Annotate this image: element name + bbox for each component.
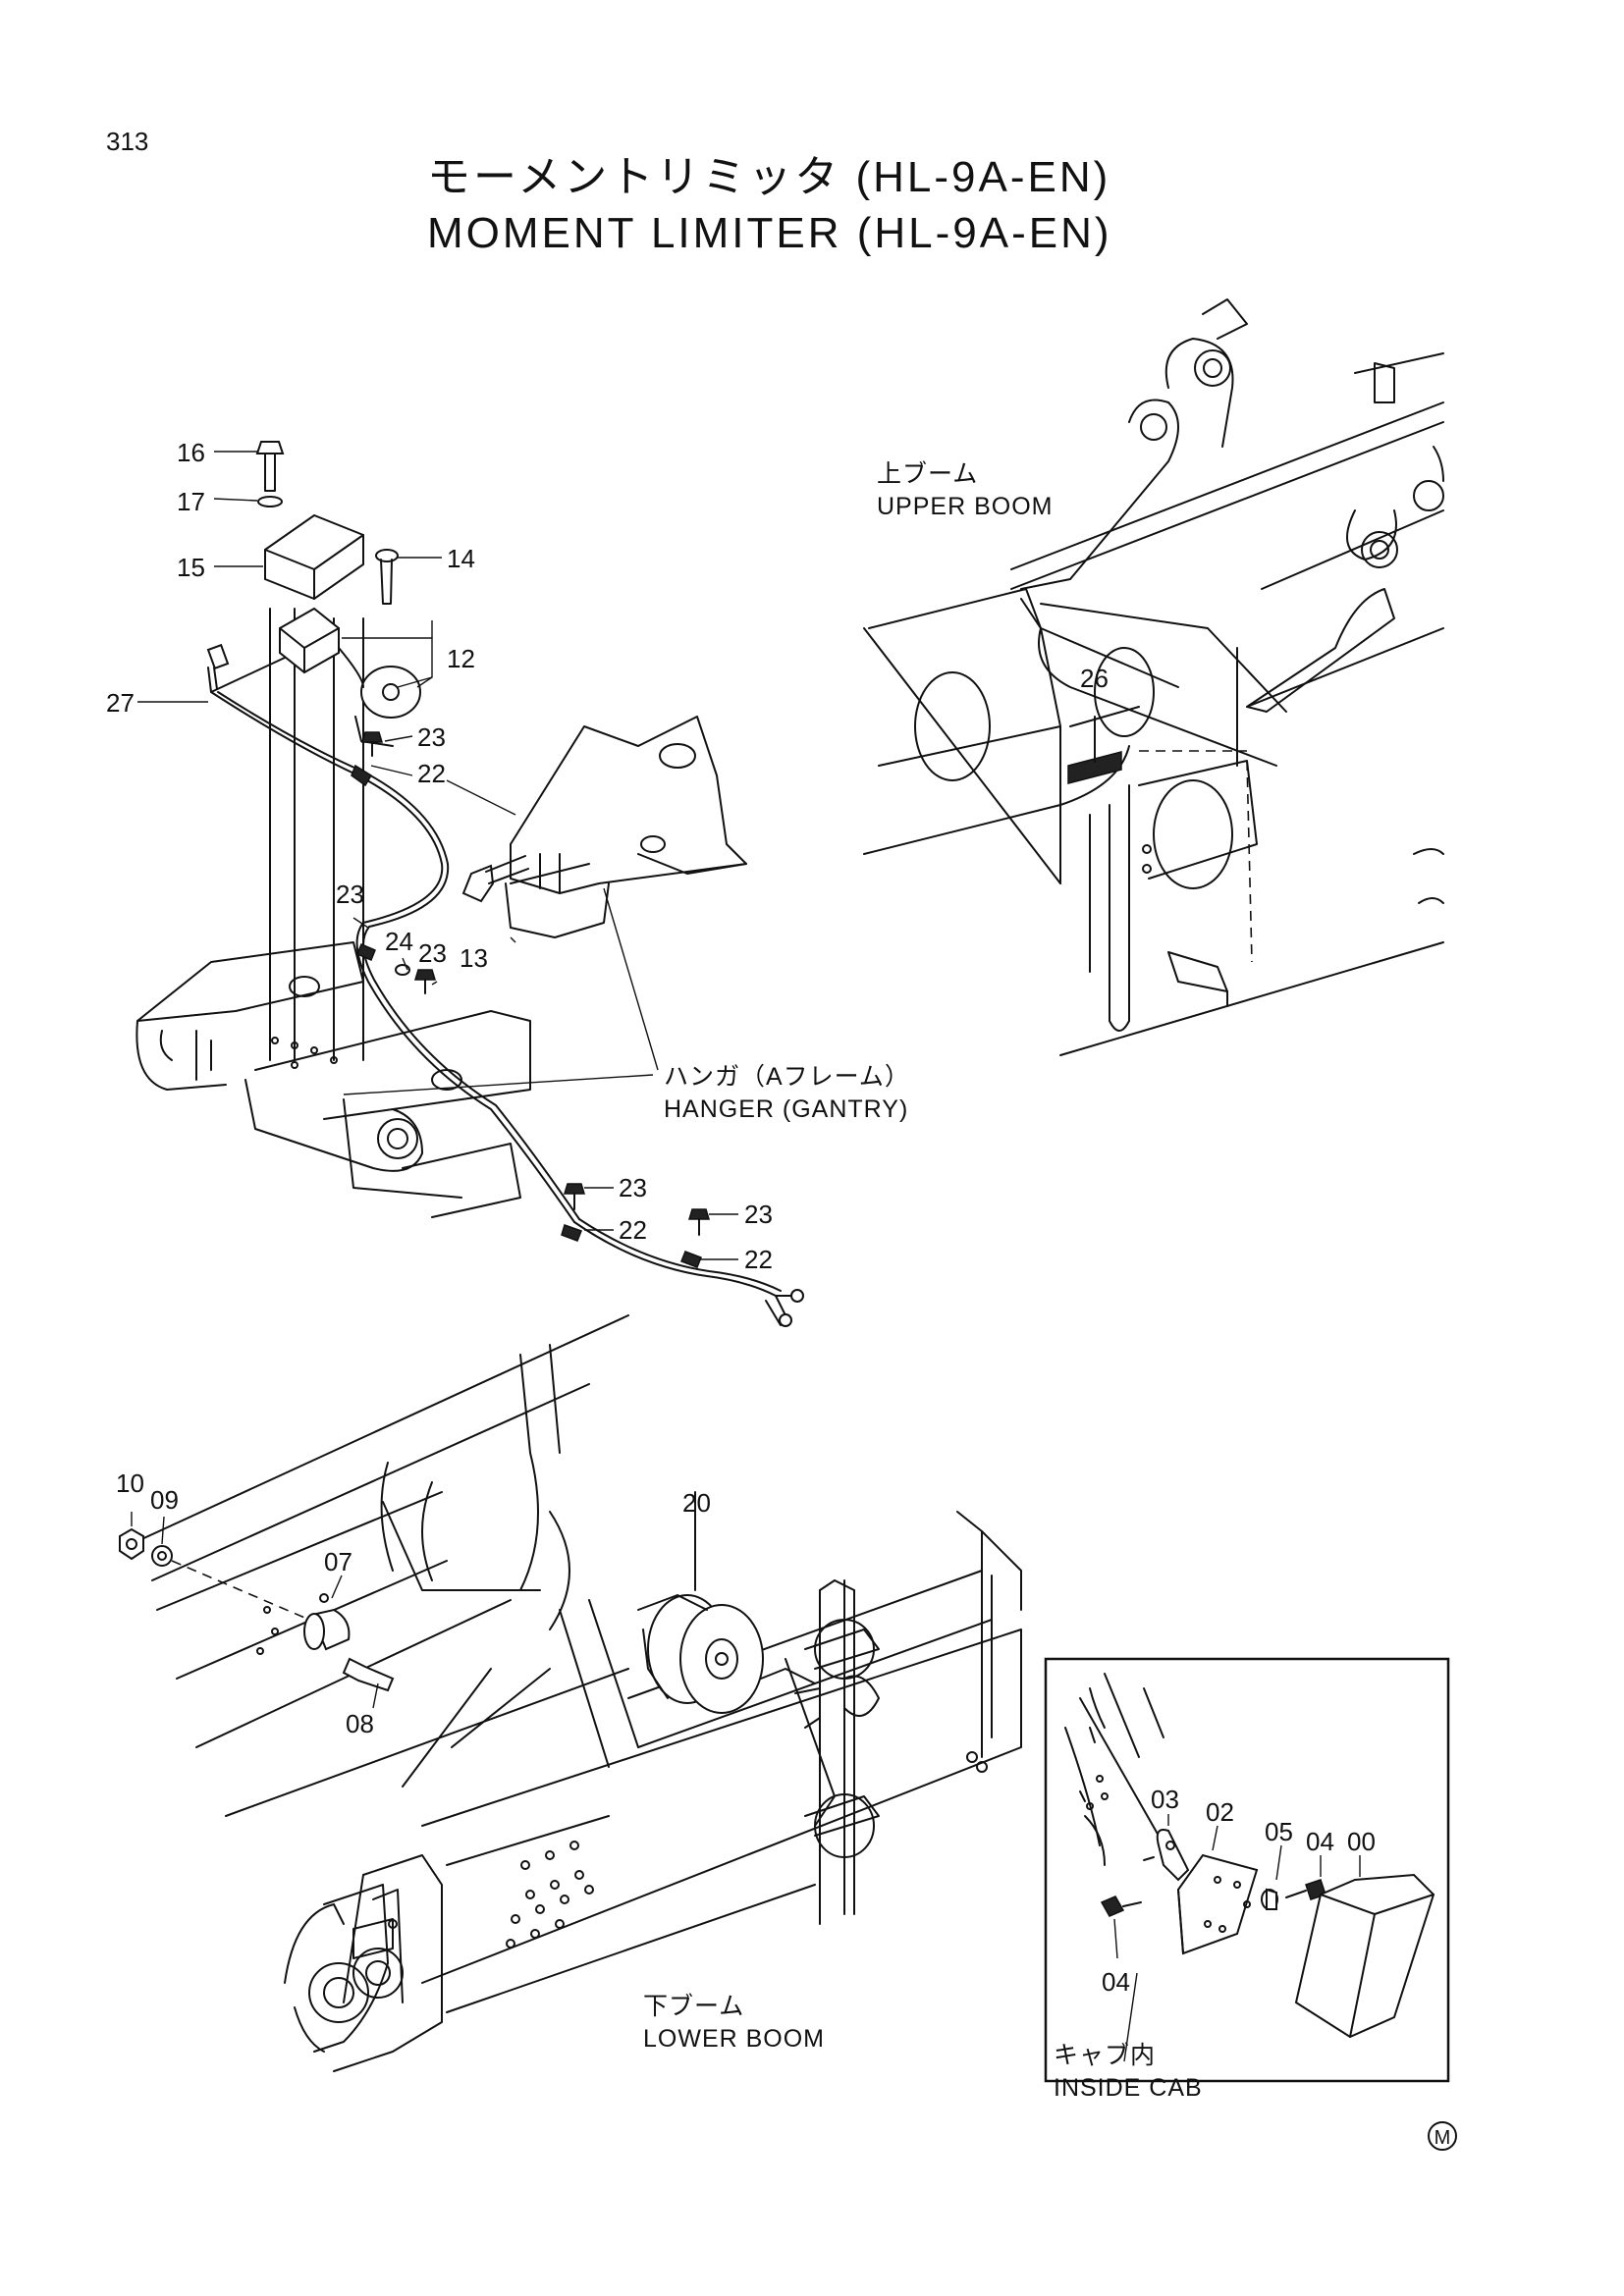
hanger-label-jp: ハンガ（Aフレーム）	[664, 1063, 910, 1091]
callout-24: 24	[385, 927, 413, 956]
callout-26: 26	[1080, 664, 1109, 693]
callout-13: 13	[460, 943, 488, 973]
harness-drawing	[137, 441, 804, 1327]
callout-15: 15	[177, 553, 205, 582]
upper-boom-drawing	[863, 298, 1444, 1056]
inside-cab-label-en: INSIDE CAB	[1054, 2074, 1203, 2102]
hanger-label-en: HANGER (GANTRY)	[664, 1095, 908, 1123]
inside-cab-drawing	[1064, 1673, 1435, 2062]
callout-23-c: 23	[418, 938, 447, 968]
callout-16: 16	[177, 438, 205, 467]
callout-05: 05	[1265, 1817, 1293, 1846]
callout-00: 00	[1347, 1827, 1376, 1856]
callout-09: 09	[150, 1485, 179, 1515]
lower-boom-label-jp: 下ブーム	[643, 1993, 744, 2020]
callout-20: 20	[682, 1488, 711, 1518]
callout-03: 03	[1151, 1785, 1179, 1814]
callout-02: 02	[1206, 1797, 1234, 1827]
callout-23-d: 23	[619, 1173, 647, 1202]
inside-cab-frame	[1044, 1657, 1450, 2083]
upper-boom-label-jp: 上ブーム	[877, 460, 978, 488]
callout-22-b: 22	[619, 1215, 647, 1245]
upper-boom-label-en: UPPER BOOM	[877, 493, 1053, 520]
callout-17: 17	[177, 487, 205, 516]
callout-27: 27	[106, 688, 135, 718]
callout-07: 07	[324, 1547, 352, 1576]
title-english: MOMENT LIMITER (HL-9A-EN)	[427, 209, 1112, 257]
title-japanese: モーメントリミッタ (HL-9A-EN)	[427, 153, 1110, 201]
callout-23-e: 23	[744, 1200, 773, 1229]
model-symbol-letter: M	[1435, 2127, 1451, 2149]
callout-04-left: 04	[1102, 1967, 1130, 1997]
callout-10: 10	[116, 1468, 144, 1498]
callout-08: 08	[346, 1709, 374, 1738]
callout-23-b: 23	[336, 880, 364, 909]
lower-boom-drawing	[119, 1314, 1022, 2072]
callout-12: 12	[447, 644, 475, 673]
callout-22-c: 22	[744, 1245, 773, 1274]
inside-cab-label-jp: キャブ内	[1054, 2042, 1156, 2069]
callout-04-right: 04	[1306, 1827, 1334, 1856]
callout-22-a: 22	[417, 759, 446, 788]
model-symbol: M	[1428, 2121, 1457, 2151]
gantry-drawing	[135, 608, 747, 1218]
callout-14: 14	[447, 544, 475, 573]
callout-23-a: 23	[417, 722, 446, 752]
lower-boom-label-en: LOWER BOOM	[643, 2025, 825, 2053]
page-number: 313	[106, 127, 148, 156]
